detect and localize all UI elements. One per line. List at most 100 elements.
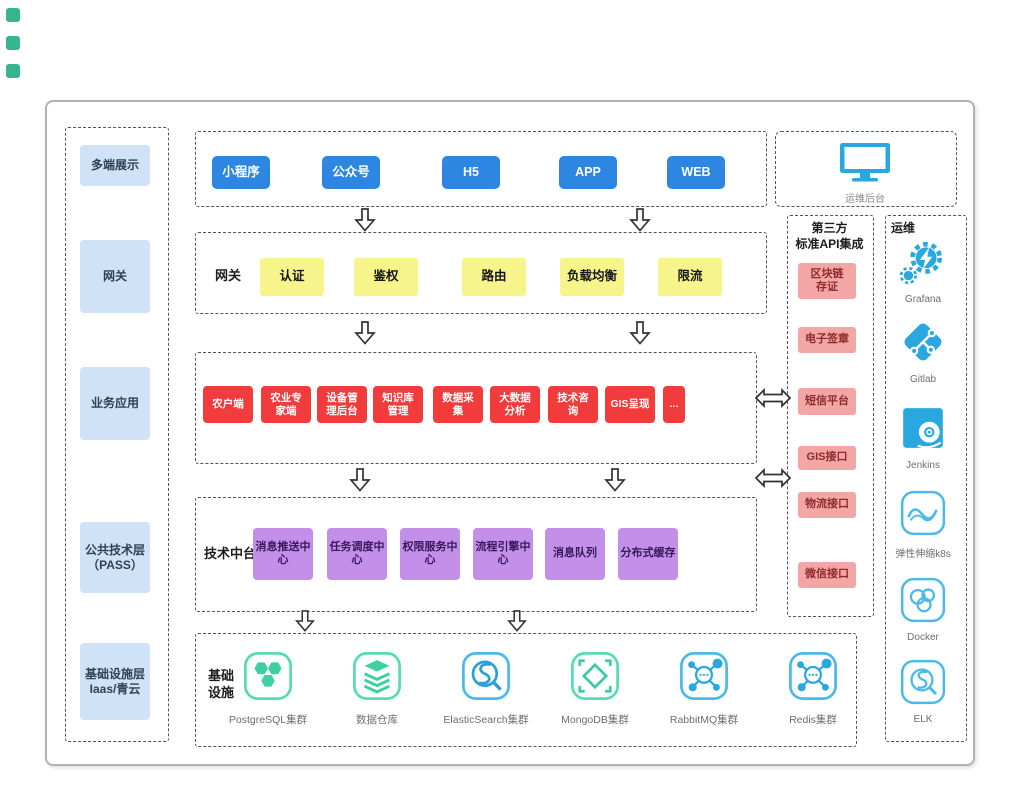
- k8s-elastic-scaling-icon: [899, 489, 947, 542]
- business-tech-consult: 技术咨 询: [548, 386, 598, 423]
- business-data-collect: 数据采 集: [433, 386, 483, 423]
- arrow-down-icon: [506, 610, 528, 637]
- infra-label-elasticsearch: ElasticSearch集群: [443, 714, 529, 726]
- ops-backend-item: 运维后台: [795, 142, 935, 205]
- sidebar-container: [65, 127, 169, 742]
- infra-item-mongodb: MongoDB集群: [545, 650, 645, 727]
- gateway-load-balance: 负载均衡: [560, 258, 624, 296]
- corner-square-1: [6, 8, 20, 22]
- api-blockchain: 区块链 存证: [798, 263, 856, 299]
- ops-label-grafana: Grafana: [904, 294, 942, 305]
- api-header: 第三方 标准API集成: [795, 221, 864, 251]
- elk-icon: [899, 658, 947, 711]
- platform-task-schedule: 任务调度中 心: [327, 528, 387, 580]
- sidebar-item-business: 业务应用: [80, 367, 150, 440]
- redis-cluster-icon: [787, 650, 839, 707]
- sidebar-item-pass-layer: 公共技术层 （PASS）: [80, 522, 150, 593]
- arrow-down-icon: [349, 468, 371, 497]
- rabbitmq-cluster-icon: [678, 650, 730, 707]
- ops-item-k8s-scaling: 弹性伸缩k8s: [884, 489, 962, 560]
- business-farmer: 农户端: [203, 386, 253, 423]
- business-agri-expert: 农业专 家端: [261, 386, 311, 423]
- gitlab-icon: [899, 318, 947, 371]
- ops-label-k8s-scaling: 弹性伸缩k8s: [895, 549, 951, 560]
- business-gis: GIS呈现: [605, 386, 655, 423]
- ops-backend-label: 运维后台: [845, 194, 885, 205]
- infra-label-redis: Redis集群: [789, 714, 837, 726]
- infra-label-rabbitmq: RabbitMQ集群: [669, 714, 739, 726]
- api-gis: GIS接口: [798, 446, 856, 470]
- gateway-label: 网关: [214, 268, 241, 283]
- platform-distributed-cache: 分布式缓存: [618, 528, 678, 580]
- platform-workflow: 流程引擎中 心: [473, 528, 533, 580]
- platform-container: [195, 497, 757, 612]
- corner-square-3: [6, 64, 20, 78]
- business-container: [195, 352, 757, 464]
- business-more: ...: [663, 386, 685, 423]
- ops-backend-container: [775, 131, 957, 207]
- ops-item-docker: Docker: [884, 576, 962, 643]
- gateway-routing: 路由: [462, 258, 526, 296]
- infra-item-data-warehouse: 数据仓库: [327, 650, 427, 727]
- arrow-down-icon: [354, 208, 376, 237]
- infra-item-postgresql: PostgreSQL集群: [218, 650, 318, 727]
- terminal-h5: H5: [442, 156, 500, 189]
- elasticsearch-cluster-icon: [460, 650, 512, 707]
- postgresql-cluster-icon: [242, 650, 294, 707]
- data-warehouse-icon: [351, 650, 403, 707]
- arrow-left-right-icon: [754, 386, 792, 415]
- ops-label-gitlab: Gitlab: [909, 374, 937, 385]
- ops-label-docker: Docker: [907, 632, 939, 643]
- corner-square-2: [6, 36, 20, 50]
- monitor-icon: [839, 142, 891, 187]
- jenkins-icon: [899, 404, 947, 457]
- arrow-down-icon: [354, 321, 376, 350]
- sidebar-item-gateway: 网关: [80, 240, 150, 313]
- gateway-authz: 鉴权: [354, 258, 418, 296]
- platform-message-push: 消息推送中 心: [253, 528, 313, 580]
- infrastructure-label: 基础 设施: [207, 668, 234, 700]
- grafana-icon: [899, 238, 947, 291]
- mongodb-cluster-icon: [569, 650, 621, 707]
- ops-label-elk: ELK: [913, 714, 933, 725]
- terminal-mini-program: 小程序: [212, 156, 270, 189]
- api-container: [787, 215, 874, 617]
- arrow-down-icon: [629, 321, 651, 350]
- sidebar-item-multi-terminal: 多端展示: [80, 145, 150, 186]
- business-device-admin: 设备管 理后台: [317, 386, 367, 423]
- ops-header: 运维: [891, 221, 916, 235]
- terminal-web: WEB: [667, 156, 725, 189]
- ops-item-elk: ELK: [884, 658, 962, 725]
- api-wechat: 微信接口: [798, 562, 856, 588]
- infra-label-postgresql: PostgreSQL集群: [228, 714, 308, 726]
- ops-item-jenkins: Jenkins: [884, 404, 962, 471]
- gateway-container: [195, 232, 767, 314]
- terminal-official-account: 公众号: [322, 156, 380, 189]
- api-logistics: 物流接口: [798, 492, 856, 518]
- arrow-down-icon: [629, 208, 651, 237]
- arrow-down-icon: [604, 468, 626, 497]
- infrastructure-container: [195, 633, 857, 747]
- terminals-container: [195, 131, 767, 207]
- gateway-rate-limit: 限流: [658, 258, 722, 296]
- ops-container: [885, 215, 967, 742]
- infra-item-elasticsearch: ElasticSearch集群: [436, 650, 536, 727]
- arrow-down-icon: [294, 610, 316, 637]
- platform-label: 技术中台: [203, 546, 256, 561]
- terminal-app: APP: [559, 156, 617, 189]
- arrow-left-right-icon: [754, 466, 792, 495]
- api-e-signature: 电子签章: [798, 327, 856, 353]
- platform-permission: 权限服务中 心: [400, 528, 460, 580]
- business-knowledge-base: 知识库 管理: [373, 386, 423, 423]
- infra-item-rabbitmq: RabbitMQ集群: [654, 650, 754, 727]
- docker-icon: [899, 576, 947, 629]
- ops-item-gitlab: Gitlab: [884, 318, 962, 385]
- infra-label-data-warehouse: 数据仓库: [356, 714, 398, 726]
- platform-message-queue: 消息队列: [545, 528, 605, 580]
- sidebar-item-iaas-layer: 基础设施层 Iaas/青云: [80, 643, 150, 720]
- gateway-auth: 认证: [260, 258, 324, 296]
- infra-label-mongodb: MongoDB集群: [561, 714, 629, 726]
- ops-item-grafana: Grafana: [884, 238, 962, 305]
- api-sms: 短信平台: [798, 388, 856, 415]
